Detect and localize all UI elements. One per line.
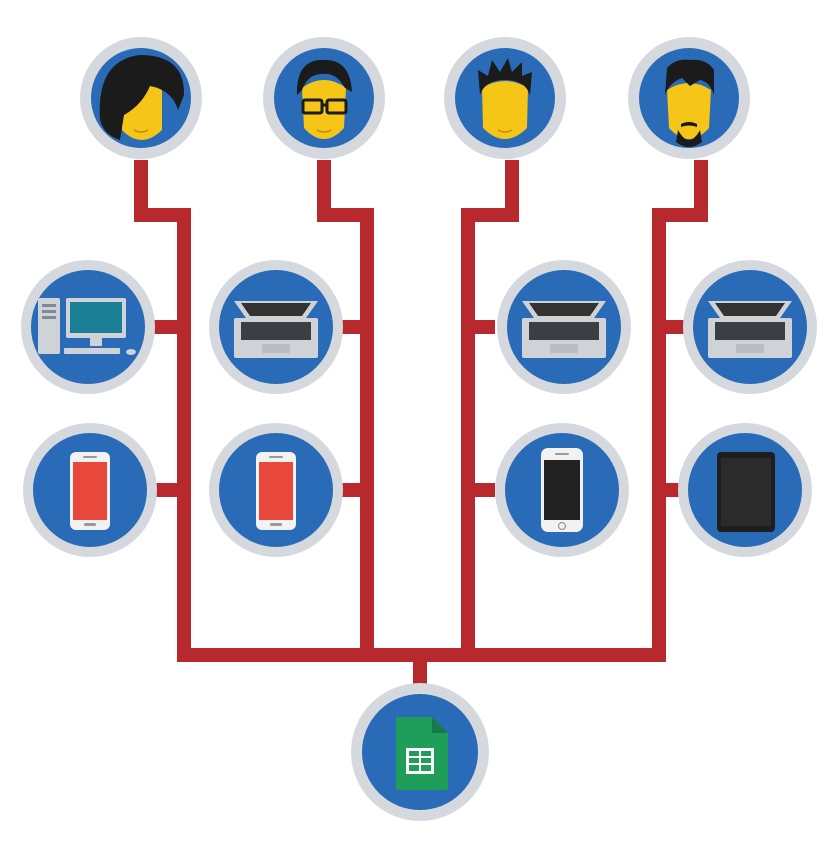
laptop-icon-2 [234,301,318,358]
laptop-icon-4 [708,301,792,358]
android-phone-icon-1 [70,452,110,530]
desktop-computer-icon [38,298,136,355]
connector-user-4 [652,160,708,655]
tablet-icon-4 [717,452,775,532]
connector-user-2 [317,160,374,655]
user-glasses-icon [296,59,352,139]
iphone-icon-3 [541,448,583,532]
connector-user-3 [461,160,519,655]
laptop-icon-3 [522,301,606,358]
android-phone-icon-2 [256,452,296,530]
user-beard-icon [665,59,714,147]
google-sheets-icon [396,717,448,790]
user-long-hair-icon [99,55,185,140]
connector-user-1 [134,160,191,655]
user-spiky-hair-icon [478,58,532,139]
connector-lines [134,160,708,692]
